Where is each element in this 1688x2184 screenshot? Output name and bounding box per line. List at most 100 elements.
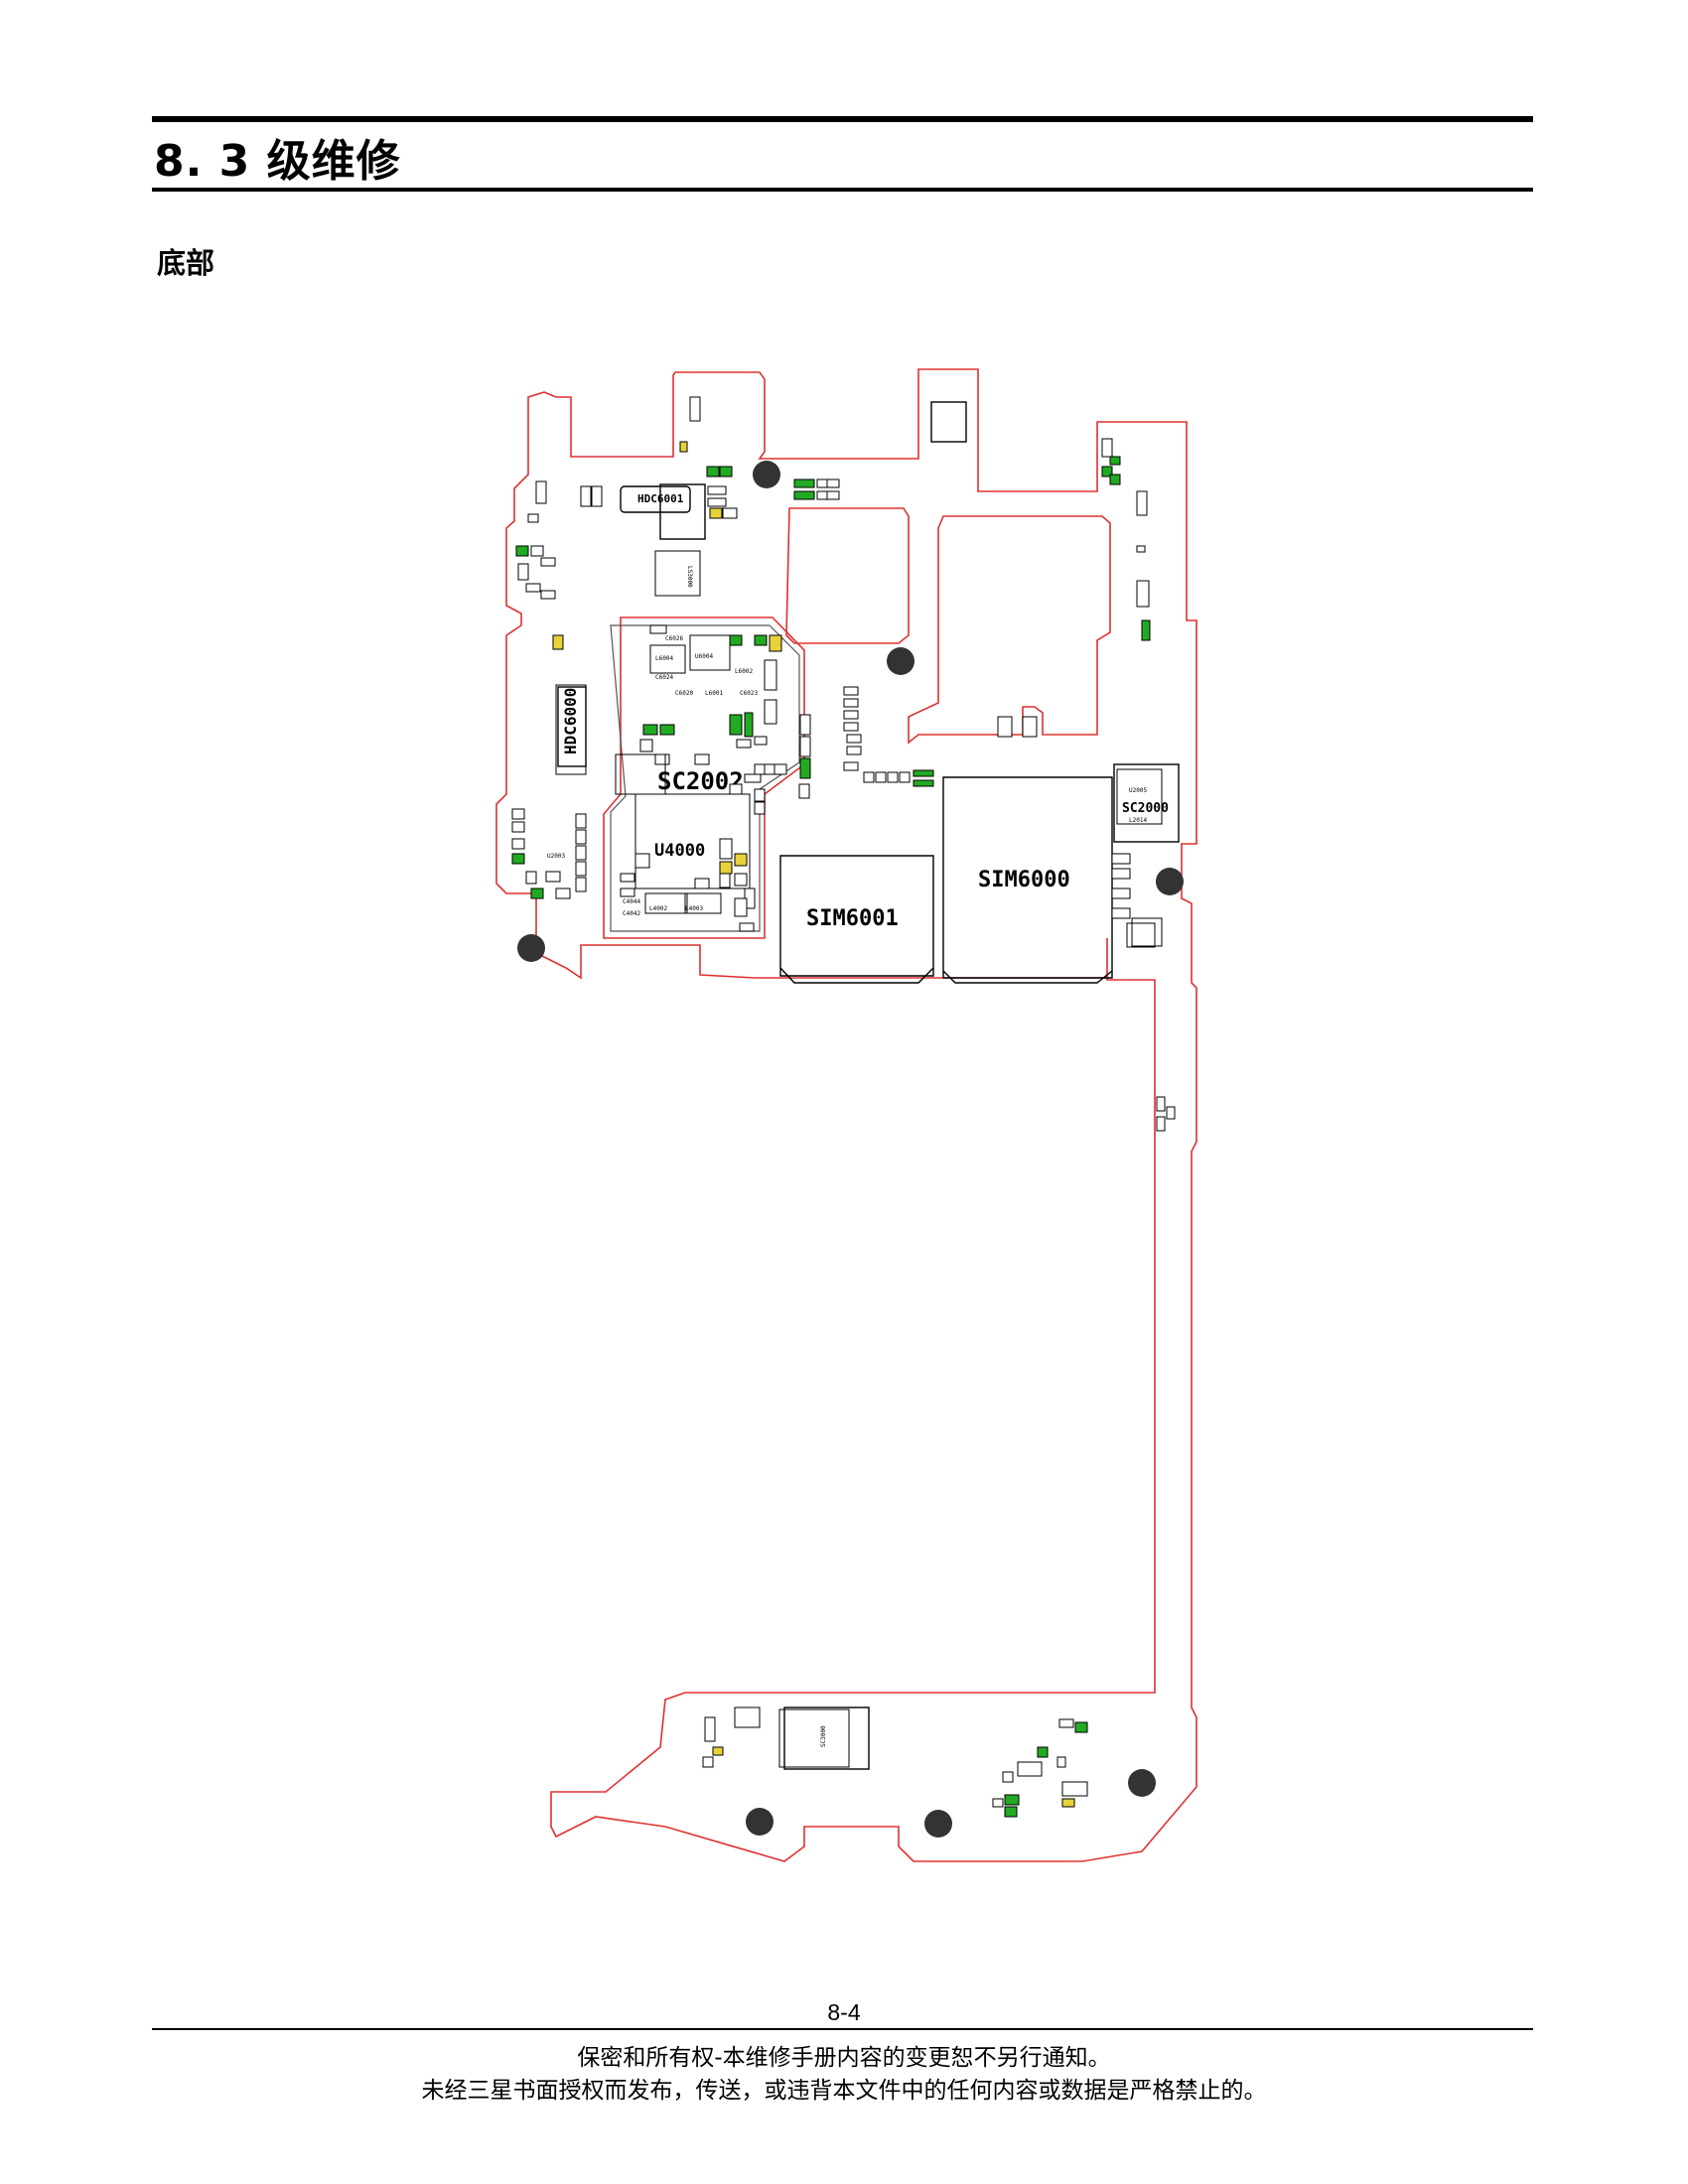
component-pad <box>887 771 899 783</box>
component-pad <box>1111 907 1131 919</box>
section-subtitle: 底部 <box>157 246 215 280</box>
label-sc2000: SC2000 <box>1122 801 1169 816</box>
component-pad <box>709 507 723 519</box>
component-pad <box>1156 1096 1166 1112</box>
component-pad <box>540 557 556 567</box>
board-outline <box>495 368 1197 1862</box>
component-pad <box>1156 1116 1166 1132</box>
component-pad <box>843 710 859 720</box>
component-pad <box>1004 1806 1018 1818</box>
component-pad <box>575 861 587 877</box>
component-pad <box>719 466 733 478</box>
cutout-left <box>785 507 910 644</box>
component-pad <box>591 485 603 507</box>
component-pad <box>575 877 587 892</box>
component-box <box>649 644 686 674</box>
mount-hole <box>887 647 914 675</box>
label-l6004: L6004 <box>655 655 673 662</box>
component-pad <box>689 396 701 422</box>
component-pad <box>1004 1794 1020 1806</box>
component-pad <box>1109 474 1121 485</box>
components-group <box>511 396 1176 1818</box>
component-pad <box>639 739 653 752</box>
component-pad <box>575 829 587 845</box>
component-pad <box>575 813 587 829</box>
component-pad <box>1037 1746 1049 1758</box>
label-u2005: U2005 <box>1129 787 1147 794</box>
component-pad <box>913 779 934 787</box>
component-pad <box>1002 1771 1014 1783</box>
component-pad <box>722 507 738 519</box>
mount-hole <box>517 934 545 962</box>
label-sc3000: SC3000 <box>820 1725 827 1747</box>
footer-notice-line1: 保密和所有权-本维修手册内容的变更恕不另行通知。 <box>577 2045 1111 2071</box>
sc2002-shield <box>603 616 805 939</box>
label-u4000: U4000 <box>654 841 705 861</box>
component-box <box>615 753 666 795</box>
component-pad <box>694 753 710 765</box>
component-pad <box>798 783 810 799</box>
component-pad <box>744 712 754 738</box>
label-c6023: C6023 <box>740 690 758 697</box>
component-pad <box>1101 438 1113 458</box>
component-pad <box>736 739 752 749</box>
component-pad <box>1111 868 1131 880</box>
component-pad <box>843 722 859 732</box>
component-pad <box>899 771 911 783</box>
component-pad <box>1126 922 1156 948</box>
component-pad <box>555 887 571 899</box>
component-pad <box>729 714 743 736</box>
mount-hole <box>924 1810 952 1838</box>
component-pad <box>649 624 667 634</box>
component-pad <box>1074 1721 1088 1733</box>
component-pad <box>754 788 766 802</box>
component-pad <box>729 783 743 795</box>
component-pad <box>1061 1798 1075 1808</box>
component-pad <box>764 659 777 691</box>
component-pad <box>754 801 766 815</box>
component-pad <box>997 716 1013 738</box>
component-pad <box>511 808 525 820</box>
component-pad <box>863 771 875 783</box>
component-pad <box>799 736 811 757</box>
component-pad <box>793 490 815 500</box>
component-pad <box>1061 1781 1088 1797</box>
component-box <box>689 634 731 671</box>
component-pad <box>580 485 592 507</box>
component-pad <box>799 757 811 779</box>
component-pad <box>575 845 587 861</box>
component-pad <box>707 497 727 507</box>
label-l2014: L2014 <box>1129 817 1147 824</box>
component-pad <box>843 761 859 771</box>
component-box <box>654 550 701 597</box>
mount-hole <box>1156 868 1184 895</box>
component-pad <box>846 734 862 744</box>
label-ls3000: LS3000 <box>686 566 693 588</box>
component-pad <box>659 724 675 736</box>
component-pad <box>739 922 755 932</box>
component-pad <box>702 1756 714 1768</box>
component-pad <box>1101 466 1113 478</box>
label-c6024: C6024 <box>655 674 673 681</box>
label-l4003: L4003 <box>685 905 703 912</box>
component-pad <box>707 485 727 495</box>
mount-hole <box>746 1808 774 1836</box>
mount-hole <box>1128 1769 1156 1797</box>
component-box <box>1131 917 1163 947</box>
section-title: 8. 3 级维修 <box>154 136 401 187</box>
component-pad <box>1109 456 1121 466</box>
component-pad <box>525 871 537 885</box>
component-pad <box>511 821 525 833</box>
label-c6020: C6020 <box>675 690 693 697</box>
label-c4042: C4042 <box>623 910 640 917</box>
component-box <box>555 684 587 775</box>
label-hdc6001: HDC6001 <box>637 492 684 505</box>
component-pad <box>729 634 743 646</box>
component-pad <box>1111 887 1131 899</box>
label-u2003: U2003 <box>547 853 565 860</box>
component-pad <box>793 478 815 488</box>
component-pad <box>744 773 762 783</box>
component-pad <box>525 583 541 593</box>
component-pad <box>769 634 782 652</box>
